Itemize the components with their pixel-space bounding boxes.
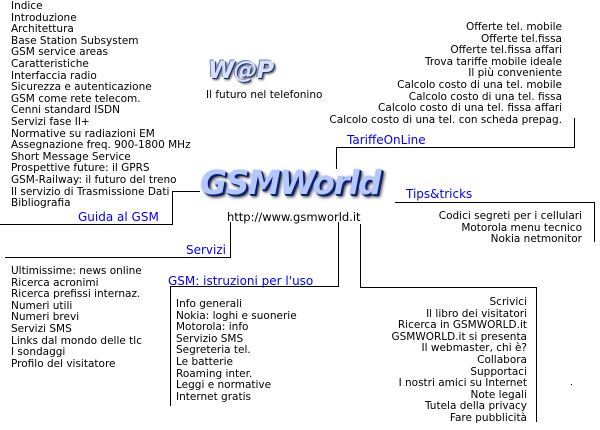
sito-link[interactable]: GSMWORLD.it si presenta (391, 330, 527, 343)
tariffe-line-v (574, 118, 575, 148)
servizi-link[interactable]: Ricerca prefissi internaz. (11, 288, 141, 301)
tariffe-link[interactable]: Calcolo costo di una tel. fissa (408, 90, 562, 103)
sito-link[interactable]: Supportaci (470, 365, 527, 378)
guida-link[interactable]: Bibliografia (11, 197, 71, 210)
sito-link[interactable]: Collabora (477, 353, 527, 366)
istruzioni-link[interactable]: Internet gratis (176, 390, 251, 403)
tips-section-link[interactable]: Tips&tricks (406, 187, 473, 201)
guida-link[interactable]: GSM service areas (11, 46, 109, 59)
sito-link[interactable]: I nostri amici su Internet (398, 377, 527, 390)
guida-link[interactable]: GSM come rete telecom. (11, 92, 141, 105)
istruzioni-link[interactable]: Servizio SMS (176, 332, 244, 345)
gsmworld-logo[interactable]: GSMWorld (200, 163, 382, 202)
tips-link[interactable]: Motorola menu tecnico (461, 221, 582, 234)
guida-link[interactable]: Servizi fase II+ (11, 115, 90, 128)
sito-link[interactable]: Ricerca in GSMWORLD.it (397, 319, 527, 332)
sito-link[interactable]: Il webmaster, chi è? (421, 342, 527, 355)
tariffe-link[interactable]: Trova tariffe mobile ideale (425, 55, 562, 68)
guida-section-link[interactable]: Guida al GSM (78, 210, 159, 224)
istruzioni-link[interactable]: Roaming inter. (176, 367, 253, 380)
sito-line-v (360, 224, 361, 288)
tariffe-line-h (336, 147, 575, 148)
guida-link[interactable]: Base Station Subsystem (11, 34, 139, 47)
servizi-line-v (230, 222, 231, 258)
guida-link[interactable]: Sicurezza e autenticazione (11, 81, 152, 94)
servizi-link[interactable]: Profilo del visitatore (11, 357, 116, 370)
tariffe-link[interactable]: Calcolo costo di una tel. mobile (397, 78, 562, 91)
servizi-link[interactable]: I sondaggi (11, 346, 66, 359)
guida-link[interactable]: Il servizio di Trasmissione Dati (11, 185, 170, 198)
guida-link[interactable]: Prospettive future: il GPRS (11, 162, 150, 175)
servizi-link[interactable]: Numeri utili (11, 299, 73, 312)
istruzioni-line-v (338, 222, 339, 286)
guida-link[interactable]: Indice (11, 0, 43, 12)
sito-link[interactable]: Note legali (470, 388, 527, 401)
guida-link[interactable]: Introduzione (11, 11, 77, 24)
istruzioni-link[interactable]: Segreteria tel. (176, 344, 251, 357)
tariffe-link[interactable]: Calcolo costo di una tel. con scheda pre… (329, 113, 562, 126)
istruzioni-link[interactable]: Info generali (176, 298, 243, 310)
tariffe-section-link[interactable]: TariffeOnLine (347, 133, 426, 147)
istruzioni-line-v2 (170, 286, 171, 406)
guida-link[interactable]: Assegnazione freq. 900-1800 MHz (11, 139, 191, 152)
tariffe-link[interactable]: Il più conveniente (468, 67, 562, 80)
site-url[interactable]: http://www.gsmworld.it (227, 210, 361, 224)
sito-link[interactable]: Tutela della privacy (424, 400, 527, 413)
servizi-link[interactable]: Servizi SMS (11, 322, 72, 335)
guida-link[interactable]: Normative su radiazioni EM (11, 127, 155, 140)
tips-link[interactable]: Nokia netmonitor (490, 233, 582, 246)
sito-line-v2 (536, 287, 537, 422)
tariffe-link[interactable]: Offerte tel. mobile (466, 21, 562, 33)
tips-line-h (395, 202, 595, 203)
servizi-section-link[interactable]: Servizi (186, 243, 227, 257)
servizi-link[interactable]: Ricerca acronimi (11, 276, 99, 289)
istruzioni-link[interactable]: Motorola: info (176, 321, 249, 334)
istruzioni-line-h (170, 286, 339, 287)
sito-link[interactable]: Scrivici (489, 296, 528, 308)
servizi-link[interactable]: Ultimissime: news online (11, 265, 142, 277)
tariffe-line-v2 (336, 147, 337, 169)
tariffe-link[interactable]: Offerte tel.fissa (480, 32, 562, 45)
servizi-link[interactable]: Numeri brevi (11, 311, 80, 324)
wap-logo[interactable]: W@P (208, 56, 274, 84)
guida-line-h2 (172, 191, 200, 192)
servizi-link[interactable]: Links dal mondo delle tlc (11, 334, 142, 347)
guida-link[interactable]: Cenni standard ISDN (11, 104, 120, 117)
guida-link[interactable]: Interfaccia radio (11, 69, 97, 82)
sito-link[interactable]: Il libro dei visitatori (426, 307, 527, 320)
tariffe-link[interactable]: Offerte tel.fissa affari (450, 44, 562, 57)
guida-link[interactable]: Architettura (11, 23, 74, 36)
tariffe-link[interactable]: Calcolo costo di una tel. fissa affari (378, 102, 562, 115)
tips-link[interactable]: Codici segreti per i cellulari (438, 210, 582, 222)
guida-link[interactable]: Short Message Service (11, 150, 131, 163)
istruzioni-link[interactable]: Nokia: loghi e suonerie (176, 309, 297, 322)
guida-link[interactable]: Caratteristiche (11, 57, 89, 70)
istruzioni-section-link[interactable]: GSM: istruzioni per l'uso (168, 274, 314, 288)
guida-line-v (172, 191, 173, 225)
wap-tagline[interactable]: Il futuro nel telefonino (206, 89, 323, 101)
servizi-line-h (5, 257, 231, 258)
tips-line-v (594, 202, 595, 242)
guida-link[interactable]: GSM-Railway: il futuro del treno (11, 173, 177, 186)
stray-dot (571, 384, 572, 385)
guida-line-h (0, 224, 172, 225)
istruzioni-link[interactable]: Leggi e normative (176, 379, 272, 392)
istruzioni-link[interactable]: Le batterie (176, 355, 233, 368)
sito-line-h (360, 287, 536, 288)
sito-link[interactable]: Fare pubblicità (449, 411, 527, 424)
